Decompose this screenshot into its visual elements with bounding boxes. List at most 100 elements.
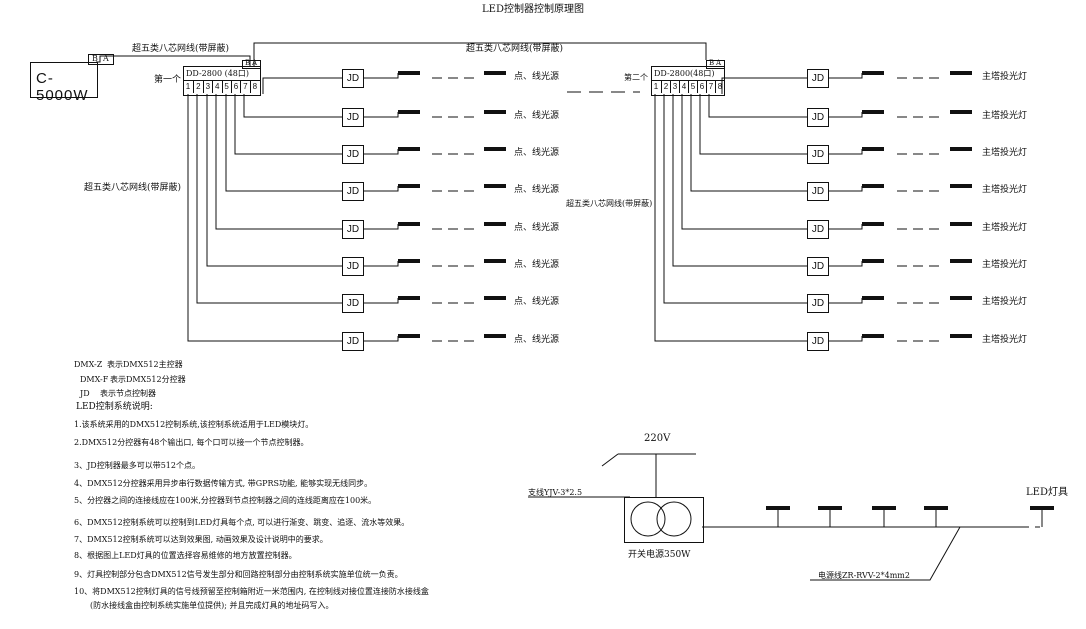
- legend-code-dmx-z: DMX-Z: [74, 360, 103, 369]
- right-lamp-icon: [950, 184, 972, 188]
- right-lamp-icon: [862, 147, 884, 151]
- splitter-port-8: 8: [715, 81, 724, 93]
- jd-right-out-8: [829, 336, 863, 342]
- note-8: 8、根据图上LED灯具的位置选择容易维修的地方放置控制器。: [74, 551, 297, 560]
- left-lamp-icon: [398, 110, 420, 114]
- right-lamp-icon: [862, 296, 884, 300]
- transformer-coil-icon: [630, 501, 666, 537]
- note-9: 9、灯具控制部分包含DMX512信号发生部分和回路控制部分由控制系统实施单位统一…: [74, 570, 403, 579]
- jd-right-out-5: [829, 224, 863, 230]
- main-port-a: A: [103, 54, 109, 63]
- wire-right-row-2: [708, 94, 808, 118]
- power-cable-leader: [810, 526, 961, 581]
- legend-code-dmx-f: DMX-F: [80, 375, 109, 384]
- wire-right-row-8: [654, 94, 808, 342]
- power-supply-label: 开关电源350W: [628, 550, 691, 560]
- wire-right-row-6: [672, 94, 808, 267]
- jd-right-6: JD: [807, 257, 829, 276]
- jd-left-8: JD: [342, 332, 364, 351]
- wire-left-row-3: [234, 94, 342, 155]
- left-lamp-label-3: 点、线光源: [514, 148, 560, 158]
- diagram-title: LED控制器控制原理图: [482, 4, 584, 15]
- splitter-port-3: 3: [202, 81, 212, 93]
- note-4: 4、DMX512分控器采用异步串行数据传输方式, 带GPRS功能, 能够实现无线…: [74, 479, 373, 488]
- jd-left-out-6: [364, 261, 399, 267]
- jd-right-8: JD: [807, 332, 829, 351]
- main-port-b: B: [92, 54, 98, 63]
- splitter1-top-port-box: B A: [242, 59, 261, 69]
- left-lamp-icon: [484, 110, 506, 114]
- splitter-port-7: 7: [240, 81, 249, 93]
- left-lamp-label-6: 点、线光源: [514, 260, 560, 270]
- left-lamp-icon: [398, 222, 420, 226]
- right-lamp-icon: [950, 71, 972, 75]
- cable-main-to-splitter1: [96, 55, 251, 66]
- right-lamp-label-8: 主塔投光灯: [982, 335, 1028, 345]
- right-lamp-label-6: 主塔投光灯: [982, 260, 1028, 270]
- legend-desc-jd: 表示节点控制器: [100, 389, 156, 398]
- left-lamp-icon: [398, 71, 420, 75]
- left-lamp-icon: [484, 296, 506, 300]
- right-lamp-icon: [950, 259, 972, 263]
- jd-right-out-2: [829, 112, 863, 118]
- right-lamp-icon: [862, 110, 884, 114]
- left-lamp-icon: [398, 334, 420, 338]
- note-1: 1.该系统采用的DMX512控制系统,该控制系统适用于LED模块灯。: [74, 420, 314, 429]
- wire-left-row-1: [262, 77, 342, 94]
- left-lamp-label-2: 点、线光源: [514, 111, 560, 121]
- splitter-port-5: 5: [221, 81, 231, 93]
- notes-title: LED控制系统说明:: [76, 402, 153, 412]
- jd-right-1: JD: [807, 69, 829, 88]
- splitter1-label: DD-2800 (48口): [186, 69, 250, 78]
- wire-right-row-4: [690, 94, 808, 192]
- jd-left-1: JD: [342, 69, 364, 88]
- note-10-continued: (防水接线盒由控制系统实施单位提供); 并且完成灯具的地址码写入。: [90, 601, 334, 610]
- jd-right-out-1: [829, 73, 863, 79]
- wire-left-row-7: [196, 94, 342, 304]
- splitter2-divider: [652, 80, 724, 81]
- jd-left-out-3: [364, 149, 399, 155]
- jd-left-2: JD: [342, 108, 364, 127]
- left-lamp-label-7: 点、线光源: [514, 297, 560, 307]
- wire-left-row-8: [187, 94, 342, 342]
- wire-right-row-3: [699, 94, 808, 155]
- power-cable-label: 电源线ZR-RVV-2*4mm2: [818, 571, 910, 580]
- right-lamp-label-2: 主塔投光灯: [982, 111, 1028, 121]
- splitter2-label: DD-2800(48口): [654, 69, 715, 78]
- legend-code-jd: JD: [80, 389, 90, 398]
- left-lamp-label-1: 点、线光源: [514, 72, 560, 82]
- main-controller-port-box: B A: [88, 54, 114, 65]
- splitter-port-1: 1: [653, 82, 659, 91]
- main-controller-label: C-5000W: [36, 70, 89, 104]
- right-lamp-label-4: 主塔投光灯: [982, 185, 1028, 195]
- splitter1-prefix: 第一个: [154, 75, 182, 85]
- left-lamp-label-4: 点、线光源: [514, 185, 560, 195]
- wire-right-row-5: [681, 94, 808, 230]
- splitter2-port-b: B: [709, 59, 715, 67]
- left-lamp-icon: [484, 334, 506, 338]
- left-lamp-label-5: 点、线光源: [514, 223, 560, 233]
- wire-left-row-4: [225, 94, 342, 192]
- note-3: 3、JD控制器最多可以带512个点。: [74, 461, 200, 470]
- note-10: 10、将DMX512控制灯具的信号线预留至控制箱附近一米范围内, 在控制线对接位…: [74, 587, 429, 596]
- right-lamp-label-7: 主塔投光灯: [982, 297, 1028, 307]
- right-lamp-icon: [950, 222, 972, 226]
- note-2: 2.DMX512分控器有48个输出口, 每个口可以接一个节点控制器。: [74, 438, 309, 447]
- power-voltage: 220V: [644, 433, 671, 444]
- cable-label-top-right: 超五类八芯网线(带屏蔽): [466, 44, 564, 54]
- led-lamp-icon: [924, 506, 948, 510]
- wire-right-row-1: [721, 77, 808, 94]
- splitter-port-4: 4: [679, 81, 688, 93]
- right-lamp-label-3: 主塔投光灯: [982, 148, 1028, 158]
- legend-desc-dmx-f: 表示DMX512分控器: [110, 375, 186, 384]
- right-lamp-icon: [862, 334, 884, 338]
- note-5: 5、分控器之间的连接线应在100米,分控器到节点控制器之间的连线距离应在100米…: [74, 496, 377, 505]
- right-lamp-icon: [950, 147, 972, 151]
- splitter-port-8: 8: [249, 81, 259, 93]
- jd-right-5: JD: [807, 220, 829, 239]
- led-lamp-icon: [1030, 506, 1054, 510]
- jd-left-5: JD: [342, 220, 364, 239]
- left-lamp-icon: [398, 259, 420, 263]
